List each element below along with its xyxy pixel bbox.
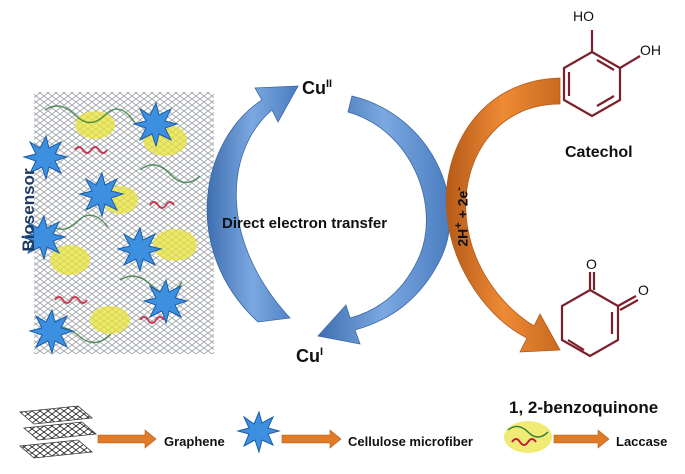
- arrow-down-to-cu1: [317, 95, 451, 345]
- legend-graphene-label: Graphene: [164, 434, 225, 449]
- catechol-structure: [562, 30, 641, 118]
- legend-laccase-label: Laccase: [616, 434, 668, 449]
- legend-laccase-icon: [504, 421, 552, 453]
- catechol-oh-label: OH: [640, 42, 661, 58]
- legend-arrows: [97, 429, 610, 449]
- benzoquinone-structure: [560, 272, 639, 358]
- benzoquinone-label: 1, 2-benzoquinone: [509, 398, 659, 417]
- arrow-up-to-cu2: [206, 85, 299, 323]
- biosensor-label: Biosensor: [19, 168, 38, 252]
- catechol-ho-label: HO: [573, 8, 594, 24]
- legend-cellulose-label: Cellulose microfiber: [348, 434, 473, 449]
- biosensor-composite: [20, 92, 214, 355]
- quinone-o2-label: O: [638, 282, 649, 298]
- cu-i-label: CuI: [296, 346, 324, 366]
- protons-electrons-label: 2H+ + 2e-: [452, 187, 471, 247]
- cu-ii-label: CuII: [302, 78, 333, 98]
- catechol-label: Catechol: [565, 144, 633, 161]
- direct-electron-transfer-label: Direct electron transfer: [222, 215, 388, 232]
- legend-graphene-icon: [19, 405, 97, 459]
- legend-star-icon: [236, 410, 281, 454]
- oxidation-arrow: [445, 77, 561, 353]
- quinone-o1-label: O: [586, 256, 597, 272]
- electron-cycle-arrows: [206, 85, 451, 345]
